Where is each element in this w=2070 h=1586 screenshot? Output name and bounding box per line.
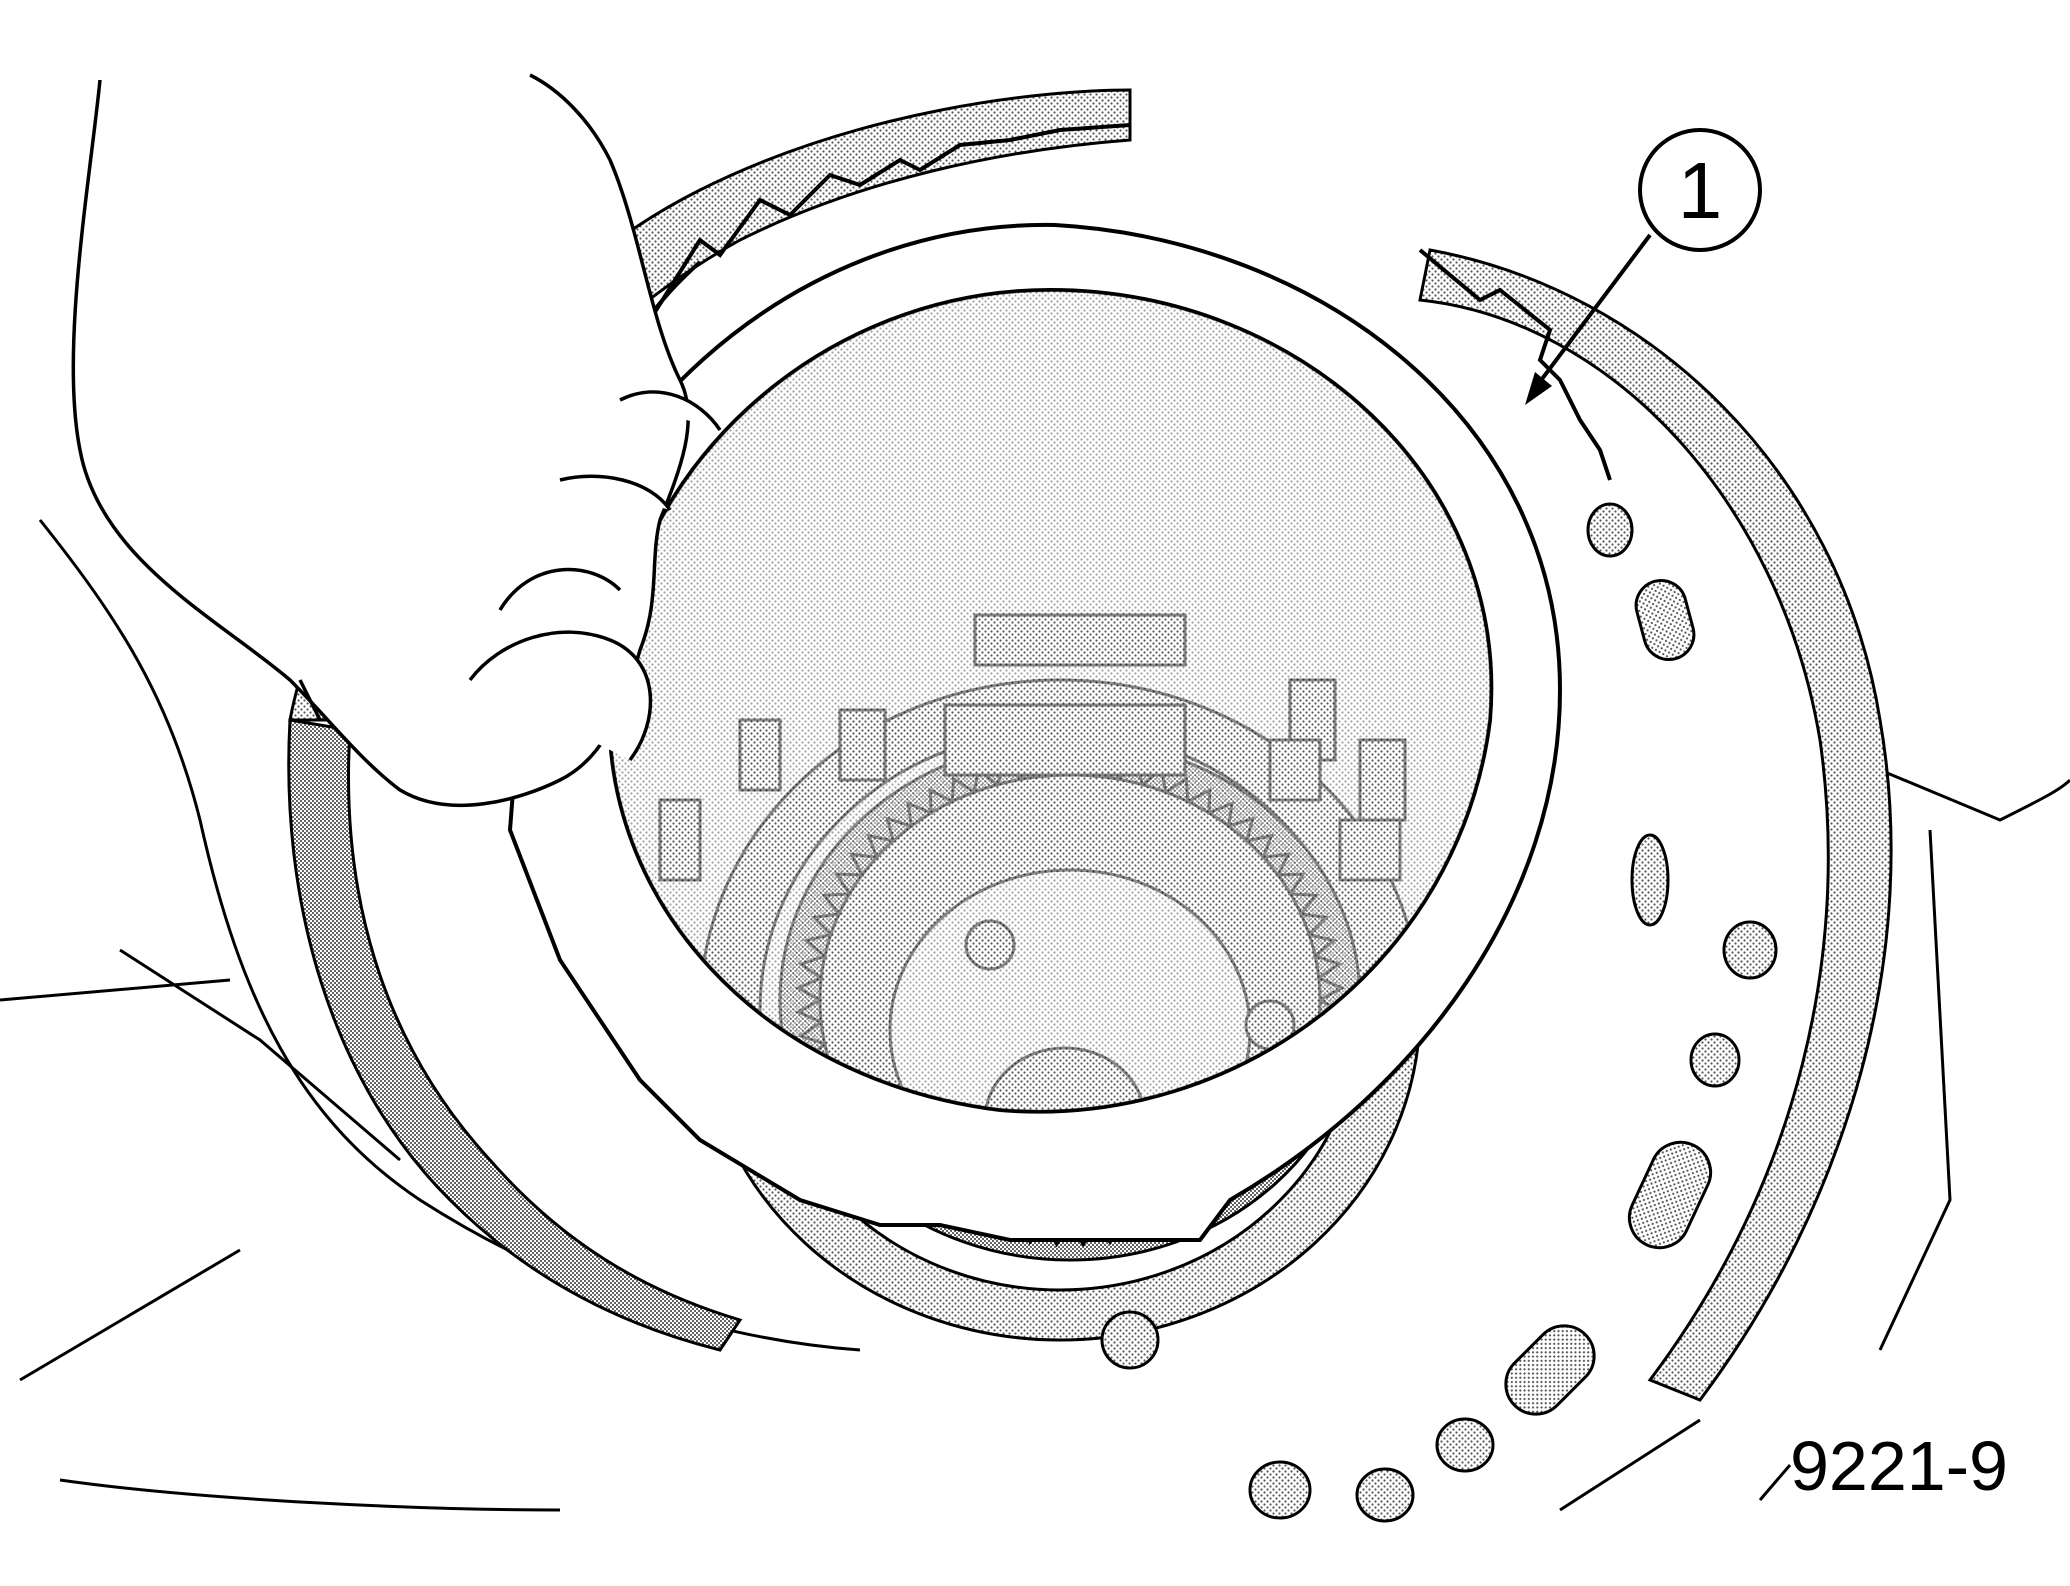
callout-1-circle: [1638, 128, 1762, 252]
technician-hand: [71, 73, 722, 808]
callout-1-label: 1: [1678, 146, 1723, 235]
case-holes: [1248, 502, 1778, 1523]
callout-1-arrowhead: [1525, 372, 1552, 405]
figure-number: 9221-9: [1790, 1427, 2008, 1505]
clutch-plate: [507, 222, 1563, 1242]
callout-1: 1: [1525, 128, 1762, 405]
callout-1-leader: [1528, 233, 1652, 397]
figure-number-group: 9221-9: [1758, 1427, 2008, 1505]
